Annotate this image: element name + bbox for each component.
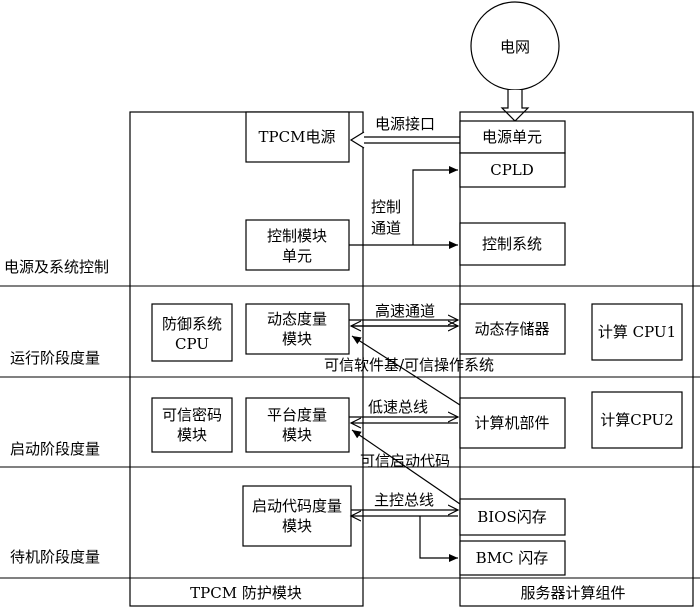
- power-interface-label: 电源接口: [375, 115, 435, 133]
- svg-text:防御系统: 防御系统: [162, 315, 222, 333]
- grid-feed-arrow: [500, 90, 530, 122]
- svg-text:启动代码度量: 启动代码度量: [252, 497, 342, 515]
- control-channel-label-1: 控制: [371, 198, 401, 216]
- dynamic-memory-box: 动态存储器: [459, 303, 566, 355]
- svg-text:动态度量: 动态度量: [267, 310, 327, 328]
- computer-parts-box: 计算机部件: [459, 397, 566, 449]
- section-runtime-label: 运行阶段度量: [10, 349, 100, 367]
- control-channel-lines: [349, 166, 458, 249]
- section-standby-label: 待机阶段度量: [10, 548, 100, 566]
- trusted-boot-link: [351, 429, 461, 505]
- dynamic-measure-box: 动态度量 模块: [245, 303, 350, 355]
- svg-text:控制模块: 控制模块: [267, 227, 327, 245]
- tpcm-column-title: TPCM 防护模块: [190, 584, 302, 602]
- power-interface-arrow: [349, 131, 460, 149]
- svg-text:BIOS闪存: BIOS闪存: [477, 508, 547, 526]
- svg-text:可信密码: 可信密码: [162, 406, 222, 424]
- svg-text:单元: 单元: [282, 247, 312, 265]
- bmc-flash-box: BMC 闪存: [459, 540, 566, 576]
- svg-text:模块: 模块: [282, 330, 312, 348]
- grid-label: 电网: [500, 38, 530, 56]
- trusted-crypto-box: 可信密码 模块: [151, 397, 233, 453]
- high-speed-channel: [349, 320, 458, 326]
- low-speed-bus: [349, 417, 458, 423]
- svg-text:BMC 闪存: BMC 闪存: [476, 549, 549, 567]
- trusted-software-label: 可信软件基/可信操作系统: [324, 356, 494, 374]
- svg-text:模块: 模块: [282, 517, 312, 535]
- control-module-box: 控制模块 单元: [245, 219, 350, 271]
- power-unit-box: 电源单元: [459, 120, 566, 154]
- svg-text:TPCM电源: TPCM电源: [259, 128, 336, 146]
- main-bus-label: 主控总线: [374, 491, 434, 509]
- svg-text:CPU: CPU: [175, 335, 209, 353]
- section-dividers: [0, 285, 700, 579]
- cpu2-box: 计算CPU2: [591, 391, 683, 449]
- trusted-boot-label: 可信启动代码: [360, 452, 450, 470]
- server-column-frame: [459, 111, 694, 607]
- svg-text:计算 CPU1: 计算 CPU1: [598, 323, 676, 341]
- tpcm-power-box: TPCM电源: [245, 111, 350, 163]
- svg-text:计算机部件: 计算机部件: [474, 414, 549, 432]
- svg-text:模块: 模块: [177, 426, 207, 444]
- trusted-software-link: [351, 335, 461, 406]
- platform-measure-box: 平台度量 模块: [245, 397, 350, 453]
- low-speed-label: 低速总线: [368, 398, 428, 416]
- cpld-box: CPLD: [459, 152, 566, 188]
- defense-cpu-box: 防御系统 CPU: [151, 303, 233, 362]
- svg-text:模块: 模块: [282, 426, 312, 444]
- control-channel-label-2: 通道: [371, 219, 401, 237]
- svg-text:CPLD: CPLD: [490, 161, 534, 179]
- svg-text:电源单元: 电源单元: [482, 128, 542, 146]
- svg-text:计算CPU2: 计算CPU2: [600, 411, 674, 429]
- section-boot-label: 启动阶段度量: [10, 440, 100, 458]
- control-system-box: 控制系统: [459, 222, 566, 266]
- section-power-label: 电源及系统控制: [4, 258, 109, 276]
- svg-text:平台度量: 平台度量: [267, 406, 327, 424]
- main-control-bus: [351, 510, 458, 562]
- cpu1-box: 计算 CPU1: [591, 303, 683, 361]
- high-speed-label: 高速通道: [375, 302, 435, 320]
- svg-text:动态存储器: 动态存储器: [474, 320, 549, 338]
- bios-flash-box: BIOS闪存: [459, 498, 566, 536]
- boot-code-measure-box: 启动代码度量 模块: [242, 485, 352, 547]
- server-column-title: 服务器计算组件: [520, 584, 625, 602]
- svg-text:控制系统: 控制系统: [482, 235, 542, 253]
